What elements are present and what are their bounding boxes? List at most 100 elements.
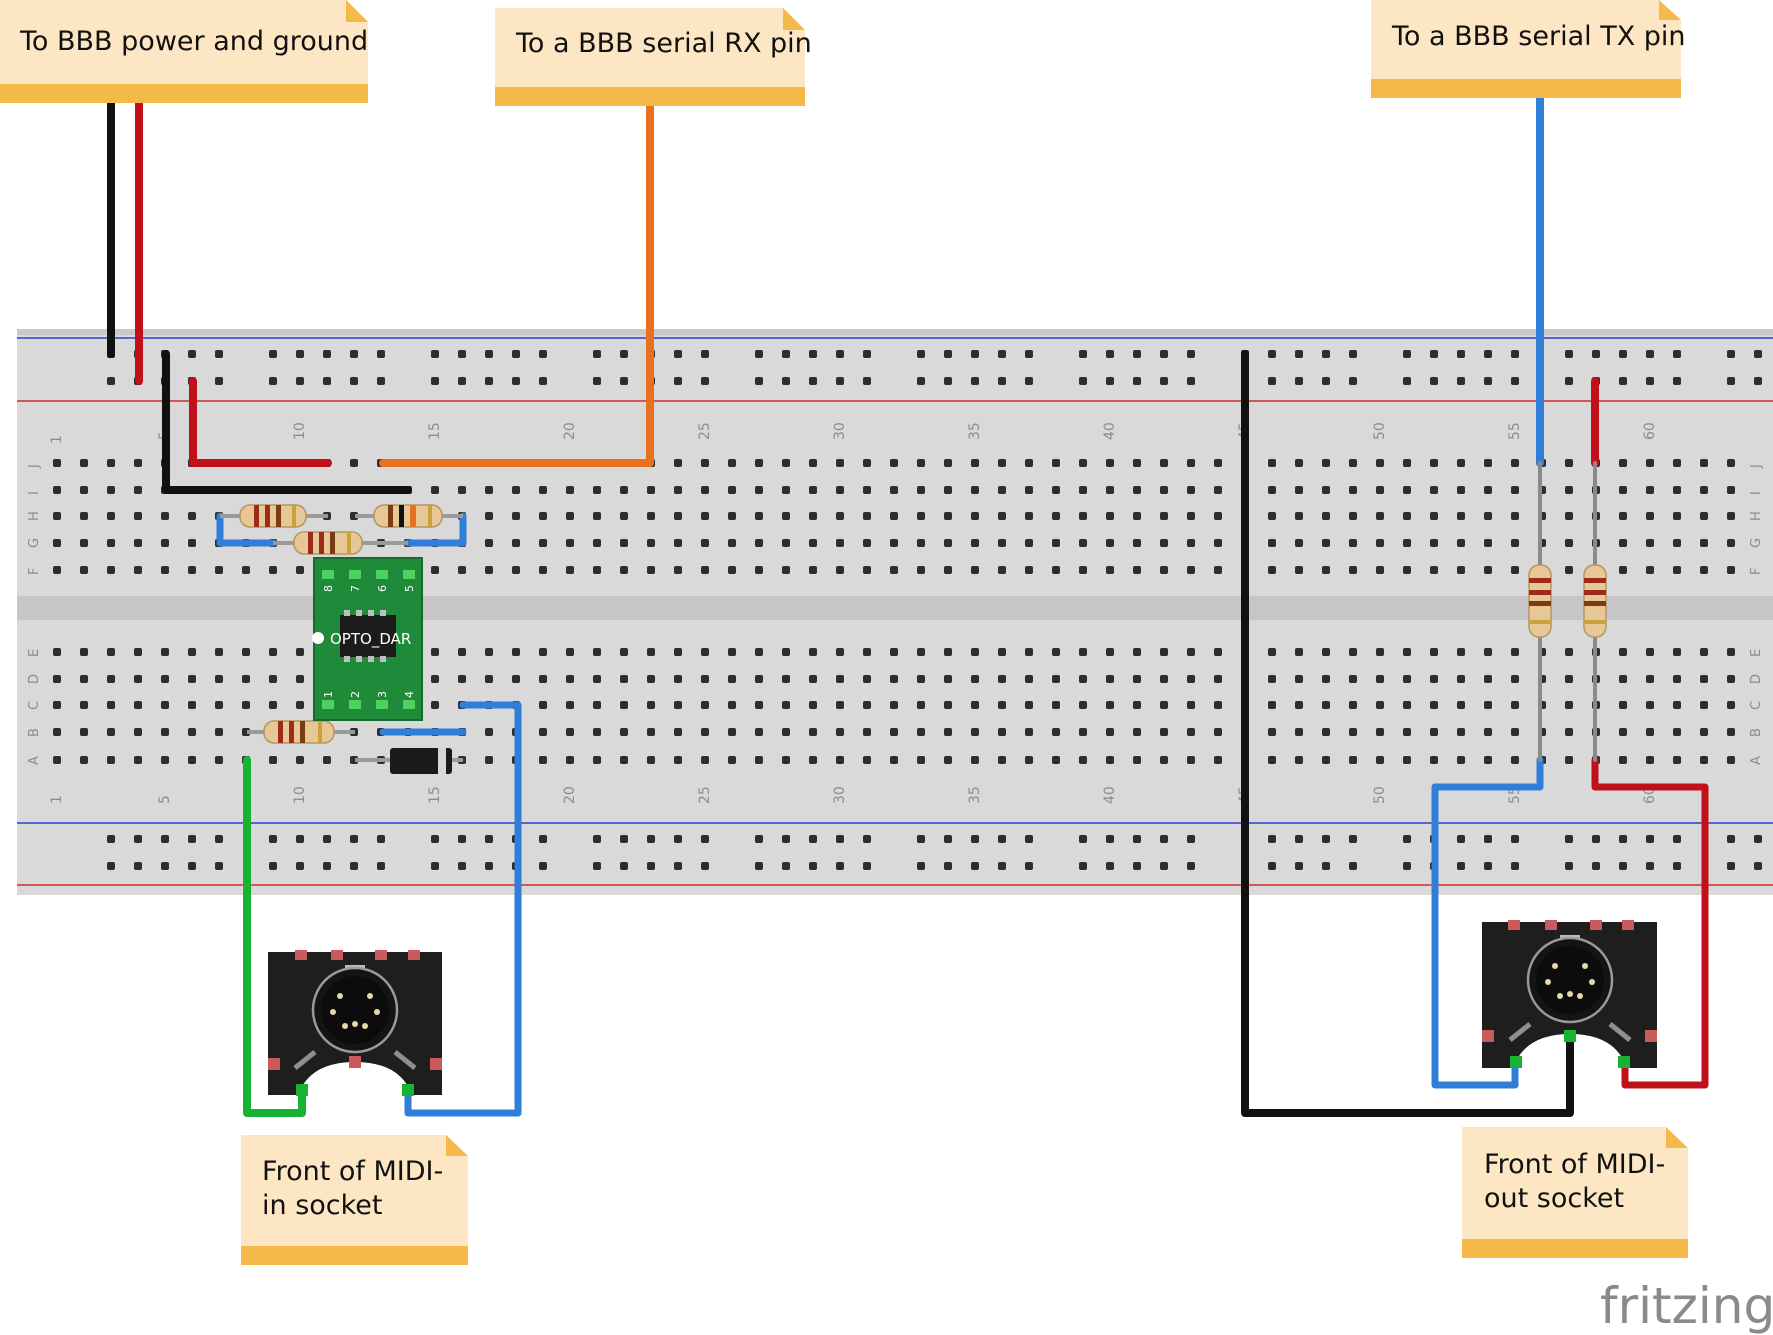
breadboard-hole[interactable] — [107, 675, 115, 683]
breadboard-hole[interactable] — [647, 512, 655, 520]
breadboard-hole[interactable] — [539, 377, 547, 385]
breadboard-hole[interactable] — [1268, 350, 1276, 358]
breadboard-hole[interactable] — [1673, 566, 1681, 574]
breadboard-hole[interactable] — [377, 862, 385, 870]
breadboard-hole[interactable] — [431, 675, 439, 683]
breadboard-hole[interactable] — [1727, 350, 1735, 358]
breadboard-hole[interactable] — [890, 756, 898, 764]
breadboard-hole[interactable] — [944, 566, 952, 574]
breadboard-hole[interactable] — [1214, 648, 1222, 656]
breadboard-hole[interactable] — [755, 486, 763, 494]
breadboard-hole[interactable] — [1322, 728, 1330, 736]
breadboard-hole[interactable] — [620, 862, 628, 870]
breadboard-hole[interactable] — [944, 459, 952, 467]
breadboard-hole[interactable] — [701, 459, 709, 467]
breadboard-hole[interactable] — [701, 377, 709, 385]
breadboard-hole[interactable] — [674, 459, 682, 467]
breadboard-hole[interactable] — [1646, 512, 1654, 520]
breadboard-hole[interactable] — [1025, 512, 1033, 520]
breadboard-hole[interactable] — [1700, 539, 1708, 547]
breadboard-hole[interactable] — [1376, 512, 1384, 520]
breadboard-hole[interactable] — [1295, 486, 1303, 494]
breadboard-hole[interactable] — [890, 566, 898, 574]
breadboard-hole[interactable] — [944, 728, 952, 736]
breadboard-hole[interactable] — [917, 350, 925, 358]
breadboard-hole[interactable] — [1295, 701, 1303, 709]
breadboard-hole[interactable] — [1079, 512, 1087, 520]
breadboard-hole[interactable] — [1349, 648, 1357, 656]
breadboard-hole[interactable] — [1160, 648, 1168, 656]
breadboard-hole[interactable] — [674, 756, 682, 764]
breadboard-hole[interactable] — [944, 377, 952, 385]
breadboard-hole[interactable] — [1025, 835, 1033, 843]
breadboard-hole[interactable] — [890, 701, 898, 709]
breadboard-hole[interactable] — [1700, 728, 1708, 736]
breadboard-hole[interactable] — [215, 701, 223, 709]
breadboard-hole[interactable] — [53, 648, 61, 656]
breadboard-hole[interactable] — [161, 835, 169, 843]
breadboard-hole[interactable] — [512, 539, 520, 547]
breadboard-hole[interactable] — [161, 675, 169, 683]
breadboard-hole[interactable] — [1025, 701, 1033, 709]
breadboard-hole[interactable] — [836, 539, 844, 547]
breadboard-hole[interactable] — [1403, 862, 1411, 870]
breadboard-hole[interactable] — [917, 835, 925, 843]
breadboard-hole[interactable] — [836, 512, 844, 520]
breadboard-hole[interactable] — [1511, 566, 1519, 574]
breadboard-hole[interactable] — [755, 701, 763, 709]
breadboard-hole[interactable] — [809, 835, 817, 843]
breadboard-hole[interactable] — [1187, 862, 1195, 870]
breadboard-hole[interactable] — [431, 835, 439, 843]
breadboard-hole[interactable] — [350, 835, 358, 843]
breadboard-hole[interactable] — [1106, 835, 1114, 843]
breadboard-hole[interactable] — [269, 701, 277, 709]
breadboard-hole[interactable] — [107, 756, 115, 764]
breadboard-hole[interactable] — [1106, 377, 1114, 385]
breadboard-hole[interactable] — [269, 835, 277, 843]
breadboard-hole[interactable] — [107, 728, 115, 736]
breadboard-hole[interactable] — [836, 486, 844, 494]
breadboard-hole[interactable] — [1403, 835, 1411, 843]
breadboard-hole[interactable] — [836, 756, 844, 764]
breadboard-hole[interactable] — [917, 756, 925, 764]
breadboard-hole[interactable] — [620, 539, 628, 547]
breadboard-hole[interactable] — [1673, 862, 1681, 870]
breadboard-hole[interactable] — [1484, 512, 1492, 520]
breadboard-hole[interactable] — [1268, 675, 1276, 683]
breadboard-hole[interactable] — [728, 701, 736, 709]
breadboard-hole[interactable] — [1646, 377, 1654, 385]
breadboard-hole[interactable] — [863, 377, 871, 385]
breadboard-hole[interactable] — [458, 648, 466, 656]
breadboard-hole[interactable] — [1403, 377, 1411, 385]
breadboard-hole[interactable] — [863, 835, 871, 843]
breadboard-hole[interactable] — [1214, 756, 1222, 764]
breadboard-hole[interactable] — [512, 648, 520, 656]
breadboard-hole[interactable] — [1268, 701, 1276, 709]
breadboard-hole[interactable] — [1457, 756, 1465, 764]
breadboard-hole[interactable] — [836, 728, 844, 736]
breadboard-hole[interactable] — [1106, 648, 1114, 656]
breadboard-hole[interactable] — [107, 377, 115, 385]
breadboard-hole[interactable] — [134, 835, 142, 843]
breadboard-hole[interactable] — [1214, 512, 1222, 520]
breadboard-hole[interactable] — [890, 512, 898, 520]
breadboard-hole[interactable] — [323, 835, 331, 843]
breadboard-hole[interactable] — [1592, 350, 1600, 358]
breadboard-hole[interactable] — [1430, 648, 1438, 656]
breadboard-hole[interactable] — [1052, 728, 1060, 736]
breadboard-hole[interactable] — [998, 862, 1006, 870]
breadboard-hole[interactable] — [377, 350, 385, 358]
breadboard-hole[interactable] — [782, 539, 790, 547]
breadboard-hole[interactable] — [674, 728, 682, 736]
breadboard-hole[interactable] — [80, 486, 88, 494]
breadboard-hole[interactable] — [755, 350, 763, 358]
breadboard-hole[interactable] — [701, 566, 709, 574]
breadboard-hole[interactable] — [215, 675, 223, 683]
breadboard-hole[interactable] — [1511, 756, 1519, 764]
breadboard-hole[interactable] — [1106, 486, 1114, 494]
breadboard-hole[interactable] — [1025, 862, 1033, 870]
breadboard-hole[interactable] — [1349, 566, 1357, 574]
breadboard-hole[interactable] — [647, 728, 655, 736]
breadboard-hole[interactable] — [620, 728, 628, 736]
breadboard-hole[interactable] — [809, 756, 817, 764]
